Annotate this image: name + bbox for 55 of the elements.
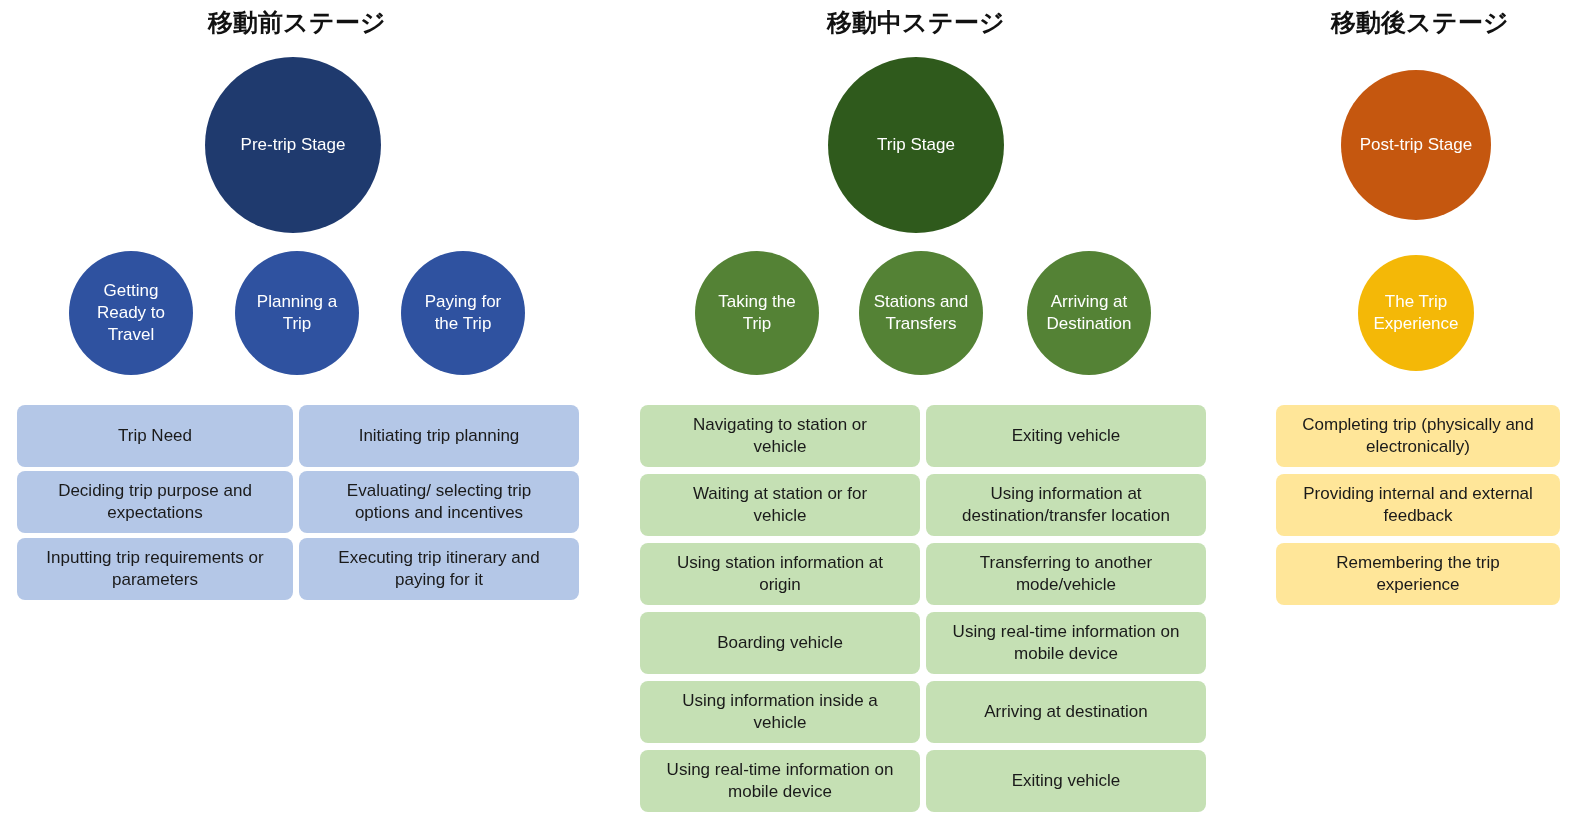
task-label: Remembering the trip experience [1335,551,1501,596]
task-box [926,543,1206,605]
task-label: Initiating trip planning [358,424,520,447]
task-label: Inputting trip requirements or parameters [45,546,265,591]
task-label: Using real-time information on mobile device [666,758,894,803]
stage-heading: 移動前ステージ [206,7,387,39]
task-label: Using information at destination/transfer location [961,482,1171,527]
task-box [926,612,1206,674]
task-label: Using station information at origin [676,551,884,596]
task-label: Navigating to station or vehicle [692,413,868,458]
circle-label: Stations and Transfers [872,290,970,335]
task-box [299,538,579,600]
task-label: Evaluating/ selecting trip options and incentives [345,479,533,524]
stage-heading: 移動中ステージ [825,7,1006,39]
task-box [1276,405,1560,467]
task-box [640,474,920,536]
circle-label: Pre-trip Stage [240,133,346,156]
task-label: Providing internal and external feedback [1302,482,1534,527]
task-box [299,471,579,533]
task-box [1276,474,1560,536]
task-label: Arriving at destination [984,700,1148,723]
circle-label: Trip Stage [877,133,955,156]
circle-label: Arriving at Destination [1045,290,1133,335]
circle-label: The Trip Experience [1372,290,1460,335]
task-label: Exiting vehicle [1011,424,1121,447]
task-box [17,471,293,533]
circle-label: Post-trip Stage [1359,133,1473,156]
circle-label: Paying for the Trip [423,290,503,335]
task-box [926,474,1206,536]
task-label: Using information inside a vehicle [681,689,879,734]
task-label: Using real-time information on mobile device [952,620,1180,665]
task-box [299,405,579,467]
task-label: Completing trip (physically and electronically) [1302,413,1534,458]
task-box [1276,543,1560,605]
task-label: Waiting at station or for vehicle [691,482,869,527]
stage-heading: 移動後ステージ [1329,7,1510,39]
task-box [926,681,1206,743]
circle-label: Getting Ready to Travel [95,279,166,347]
task-label: Boarding vehicle [717,631,843,654]
task-label: Trip Need [118,424,192,447]
task-box [926,405,1206,467]
task-box [640,612,920,674]
task-label: Exiting vehicle [1011,769,1121,792]
task-box [926,750,1206,812]
task-box [640,681,920,743]
task-box [640,750,920,812]
circle-label: Planning a Trip [255,290,339,335]
circle-label: Taking the Trip [717,290,797,335]
task-box [17,538,293,600]
task-label: Transferring to another mode/vehicle [978,551,1154,596]
task-box [17,405,293,467]
task-label: Executing trip itinerary and paying for it [337,546,541,591]
task-label: Deciding trip purpose and expectations [57,479,253,524]
task-box [640,543,920,605]
task-box [640,405,920,467]
